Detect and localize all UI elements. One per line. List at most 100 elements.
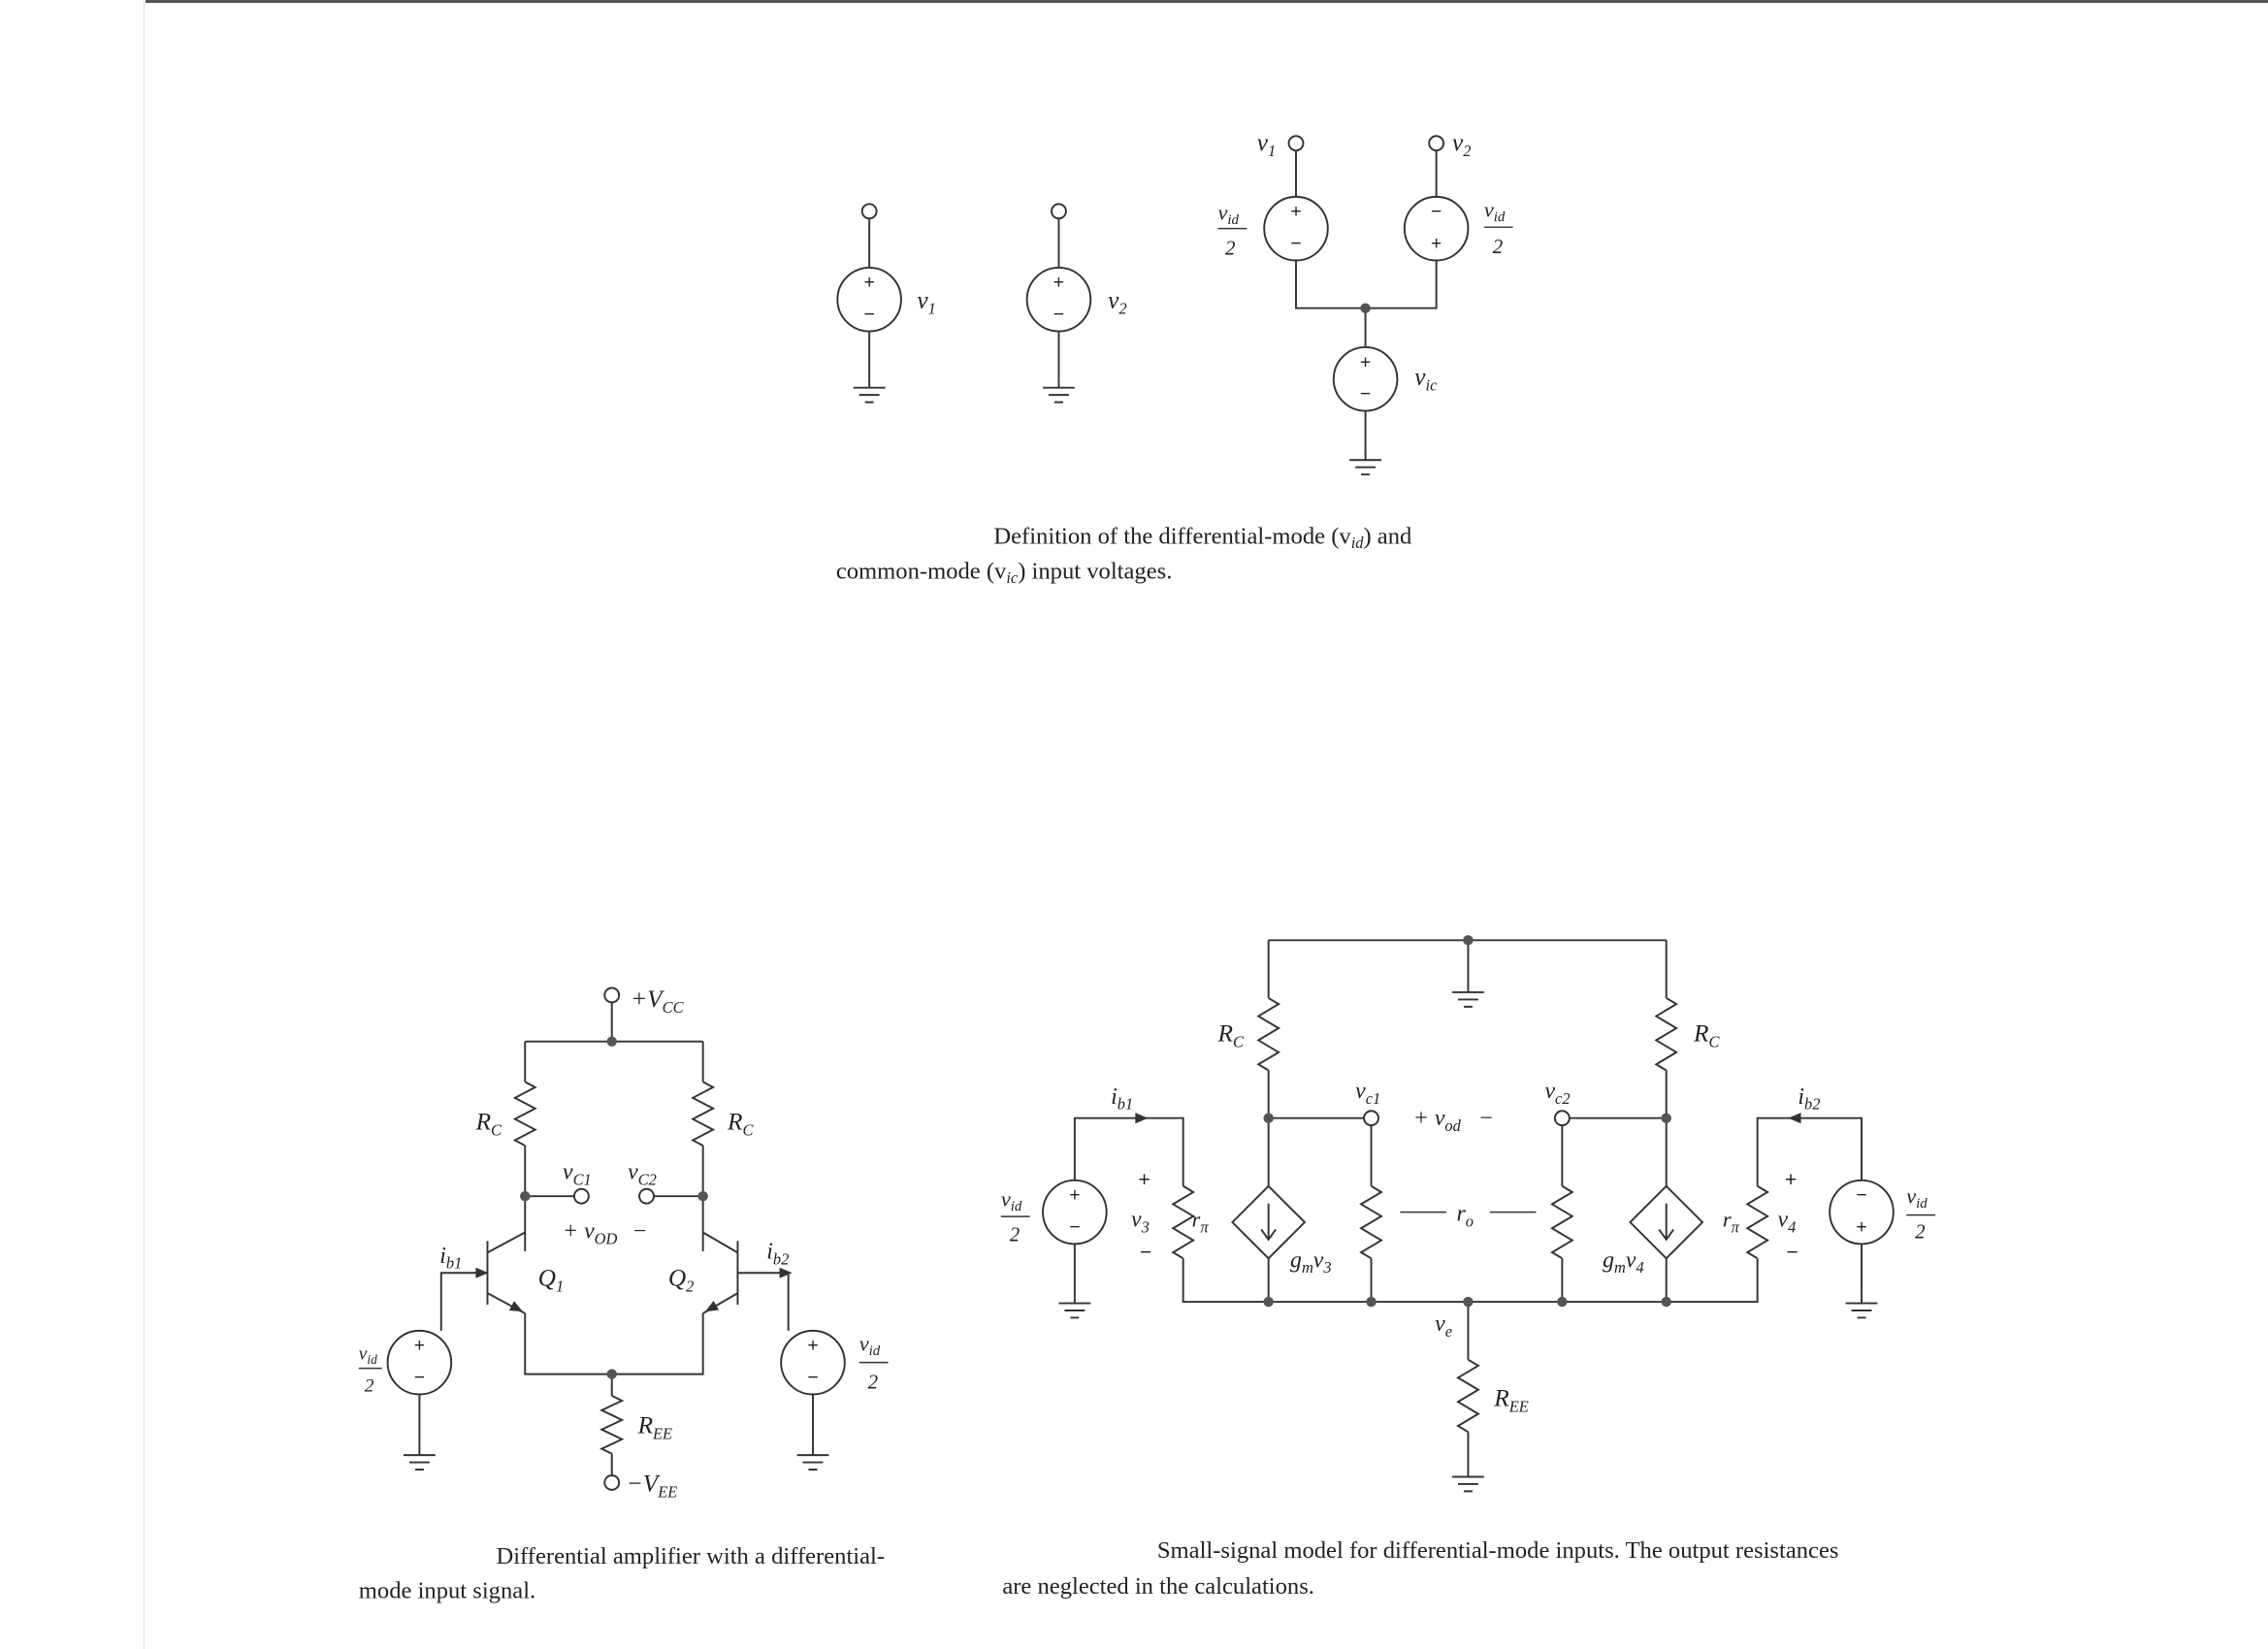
- terminal-icon: [1287, 135, 1305, 152]
- minus-sign: −: [1069, 1216, 1080, 1238]
- junction-dot: [1366, 1296, 1377, 1308]
- label-ree: REE: [1493, 1384, 1529, 1415]
- arrow-icon: [1135, 1113, 1149, 1124]
- plus-sign: +: [1290, 201, 1301, 222]
- label-vod: + vod−: [1413, 1106, 1494, 1135]
- label-ve: ve: [1435, 1311, 1452, 1341]
- arrow-icon: [704, 1300, 720, 1312]
- resistor-icon: [1456, 1358, 1480, 1434]
- junction-dot: [1661, 1113, 1671, 1123]
- minus-sign: −: [414, 1367, 425, 1388]
- dependent-current-source-icon: [1629, 1184, 1704, 1260]
- resistor-icon: [1359, 1184, 1383, 1260]
- minus-sign: −: [1053, 304, 1064, 325]
- voltage-source-icon: [1332, 345, 1399, 412]
- arrow-icon: [1788, 1113, 1801, 1124]
- label-v1: v1: [917, 287, 935, 318]
- voltage-source-icon: [780, 1329, 846, 1396]
- resistor-icon: [1745, 1184, 1769, 1260]
- label-vc2: vc2: [1544, 1079, 1570, 1108]
- plus-sign: +: [1069, 1184, 1080, 1206]
- label-q1: Q1: [538, 1265, 564, 1296]
- scan-top-edge: [146, 0, 2268, 3]
- figure2-labels: +VCC RC RC vC1 vC2 + vOD− Q1 Q2 ib1 ib2 …: [359, 986, 889, 1604]
- label-rpi-right: rπ: [1723, 1208, 1740, 1237]
- label-vid-left-denom: 2: [365, 1376, 374, 1397]
- label-vid-right-denom: 2: [1915, 1219, 1925, 1243]
- components: +−+−+−−++−+−+−+−−+: [386, 135, 1895, 1493]
- junction-dot: [1463, 935, 1474, 946]
- minus-sign: −: [863, 304, 874, 325]
- minus-sign: −: [807, 1367, 818, 1388]
- junction-dot: [1263, 1113, 1274, 1123]
- label-vid-left: vid: [359, 1344, 377, 1367]
- label-vid-right: vid: [1484, 198, 1506, 225]
- voltage-source-icon: [1042, 1179, 1108, 1245]
- label-rc-right: RC: [1693, 1020, 1720, 1051]
- terminal-icon: [1051, 203, 1067, 220]
- voltage-source-icon: [1263, 195, 1329, 262]
- junction-dot: [606, 1369, 617, 1379]
- terminal-icon: [572, 1187, 590, 1205]
- label-ib2: ib2: [766, 1239, 789, 1268]
- figure3-labels: RC RC vc1 vc2 + vod− ro ib1 ib2 + v3 − r…: [1001, 1020, 1936, 1600]
- ground-icon: [1845, 1294, 1878, 1319]
- minus-sign: −: [1290, 233, 1301, 254]
- junction-dot: [606, 1036, 617, 1047]
- label-v2-terminal: v2: [1452, 129, 1471, 160]
- label-v3: v3: [1131, 1208, 1150, 1237]
- junction-dot: [1360, 303, 1371, 313]
- label-vid-left: vid: [1001, 1187, 1022, 1214]
- voltage-source-icon: [1829, 1179, 1895, 1245]
- ground-icon: [853, 378, 886, 404]
- figure1-caption-line1: Definition of the differential-mode (vid…: [993, 524, 1411, 552]
- label-v4-plus: +: [1785, 1169, 1797, 1191]
- label-rpi-left: rπ: [1192, 1208, 1210, 1237]
- label-vid-right: vid: [1906, 1184, 1928, 1212]
- label-v3-plus: +: [1138, 1169, 1150, 1191]
- figure1-labels: v1 v2 v1 v2 vid 2 vid 2 vic Definition o…: [836, 129, 1513, 587]
- minus-sign: −: [1360, 383, 1371, 404]
- label-v3-minus: −: [1140, 1241, 1151, 1263]
- label-rc-left: RC: [1216, 1020, 1244, 1051]
- ground-icon: [1043, 378, 1075, 404]
- voltage-source-icon: [386, 1329, 453, 1396]
- label-vid-right-denom: 2: [1493, 235, 1503, 258]
- label-vee: −VEE: [627, 1470, 678, 1501]
- resistor-icon: [1654, 997, 1679, 1072]
- resistor-icon: [512, 1081, 537, 1147]
- label-ree: REE: [637, 1412, 673, 1443]
- arrow-down-icon: [1260, 1203, 1277, 1242]
- label-vid-left-denom: 2: [1010, 1222, 1020, 1245]
- resistor-icon: [1256, 997, 1281, 1072]
- label-vc1: vc1: [1355, 1079, 1380, 1108]
- label-ib1: ib1: [1111, 1084, 1133, 1114]
- label-ib1: ib1: [439, 1244, 462, 1273]
- junction-dot: [697, 1190, 708, 1202]
- minus-sign: +: [1856, 1216, 1866, 1238]
- arrow-icon: [779, 1267, 793, 1278]
- label-q2: Q2: [668, 1265, 695, 1296]
- plus-sign: −: [1431, 201, 1442, 222]
- label-v4-minus: −: [1786, 1241, 1798, 1263]
- ground-icon: [1452, 984, 1484, 1008]
- label-vc2: vC2: [628, 1159, 657, 1188]
- label-rc-left: RC: [475, 1109, 502, 1140]
- terminal-icon: [638, 1187, 655, 1205]
- label-vc1: vC1: [563, 1159, 592, 1188]
- label-vic: vic: [1414, 364, 1438, 395]
- terminal-icon: [603, 986, 621, 1004]
- label-vid-right: vid: [859, 1332, 881, 1359]
- terminal-icon: [1553, 1110, 1571, 1127]
- figure3-caption-line2: are neglected in the calculations.: [1002, 1573, 1314, 1600]
- ground-icon: [404, 1446, 436, 1471]
- ground-icon: [1349, 451, 1381, 476]
- wires: [418, 150, 1863, 1475]
- figure2-caption-line1: Differential amplifier with a differenti…: [496, 1543, 885, 1569]
- resistor-icon: [1171, 1184, 1196, 1260]
- ground-icon: [796, 1446, 829, 1471]
- junction-dot: [520, 1190, 531, 1202]
- label-v1-terminal: v1: [1257, 129, 1276, 160]
- plus-sign: +: [863, 272, 874, 293]
- resistor-icon: [599, 1395, 625, 1455]
